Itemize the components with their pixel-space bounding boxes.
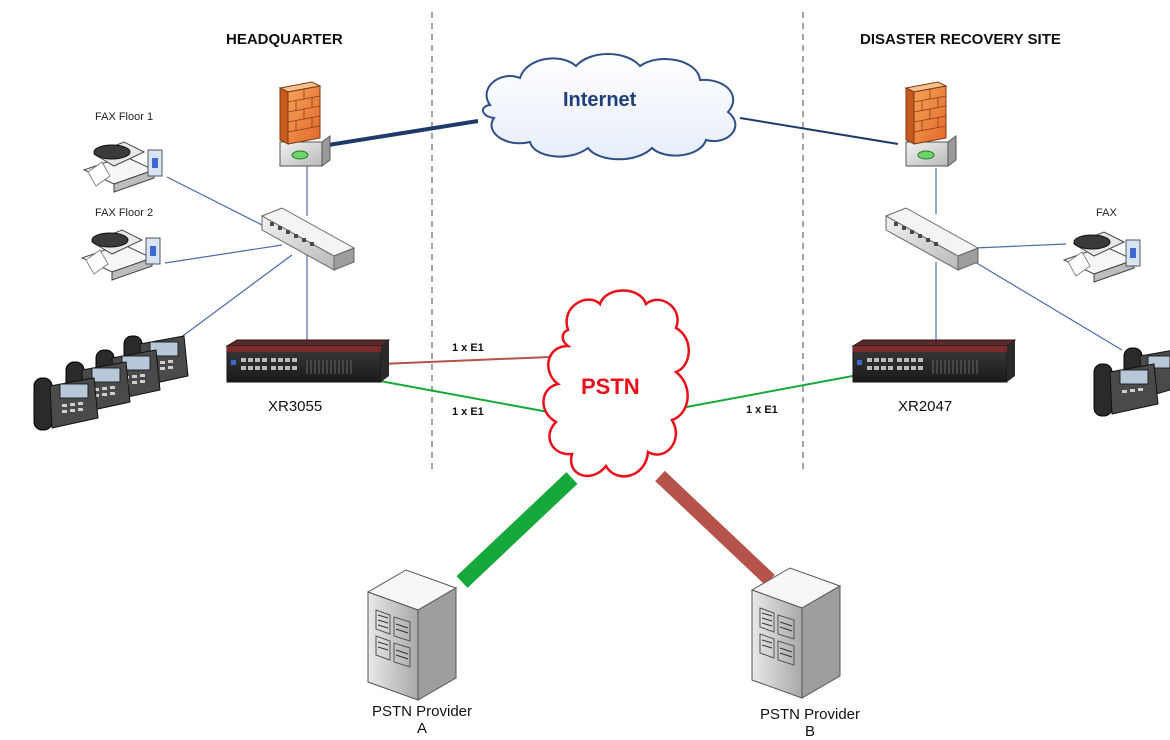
hq-router-label: XR3055 bbox=[268, 398, 323, 415]
link-dr-internet bbox=[739, 117, 899, 145]
hq-e1-bottom-label: 1 x E1 bbox=[452, 406, 484, 418]
hq-firewall-icon bbox=[278, 81, 331, 167]
hq-fax-floor-1-icon bbox=[82, 141, 163, 193]
provider-b-label-line2: B bbox=[804, 723, 815, 740]
hq-fax-floor-2-icon bbox=[80, 229, 161, 281]
provider-a-label-line2: A bbox=[416, 720, 427, 737]
internet-cloud bbox=[482, 53, 737, 161]
pstn-label: PSTN bbox=[581, 374, 640, 399]
dr-firewall-icon bbox=[904, 81, 957, 167]
link-hq-phones bbox=[179, 254, 293, 339]
link-dr-e1-green bbox=[664, 374, 859, 412]
link-dr-phones bbox=[974, 261, 1123, 351]
pstn-cloud bbox=[542, 289, 690, 478]
dr-fax-label: FAX bbox=[1096, 207, 1117, 219]
provider-a-label: PSTN Provider A bbox=[352, 703, 492, 737]
links bbox=[164, 117, 1123, 588]
section-title-headquarter: HEADQUARTER bbox=[226, 31, 343, 48]
section-title-disaster-recovery: DISASTER RECOVERY SITE bbox=[860, 31, 1061, 48]
link-hq-fax2 bbox=[164, 244, 283, 264]
hq-ip-phones-icon bbox=[33, 335, 189, 431]
dr-switch-icon bbox=[884, 207, 980, 271]
link-hq-e1-green bbox=[379, 380, 571, 417]
dr-e1-label: 1 x E1 bbox=[746, 404, 778, 416]
provider-b-label-line1: PSTN Provider bbox=[759, 706, 861, 723]
provider-b-label: PSTN Provider B bbox=[740, 706, 880, 740]
link-provider-b bbox=[655, 470, 775, 586]
fax-floor-1-label: FAX Floor 1 bbox=[95, 111, 154, 123]
provider-a-label-line1: PSTN Provider bbox=[371, 703, 473, 720]
hq-router-icon bbox=[225, 339, 391, 383]
dr-fax-icon bbox=[1062, 231, 1141, 283]
fax-floor-2-label: FAX Floor 2 bbox=[95, 207, 154, 219]
hq-e1-top-label: 1 x E1 bbox=[452, 342, 484, 354]
link-provider-a bbox=[456, 472, 578, 588]
dr-ip-phones-icon bbox=[1093, 347, 1170, 417]
provider-b-server-icon bbox=[750, 567, 842, 699]
link-hq-e1-red bbox=[379, 355, 575, 365]
provider-a-server-icon bbox=[366, 569, 458, 701]
link-hq-fax1 bbox=[166, 176, 273, 231]
hq-switch-icon bbox=[260, 207, 356, 271]
link-hq-internet bbox=[321, 119, 479, 148]
dr-router-label: XR2047 bbox=[898, 398, 953, 415]
internet-label: Internet bbox=[563, 89, 637, 111]
link-dr-fax bbox=[974, 243, 1067, 249]
dr-router-icon bbox=[851, 339, 1017, 383]
